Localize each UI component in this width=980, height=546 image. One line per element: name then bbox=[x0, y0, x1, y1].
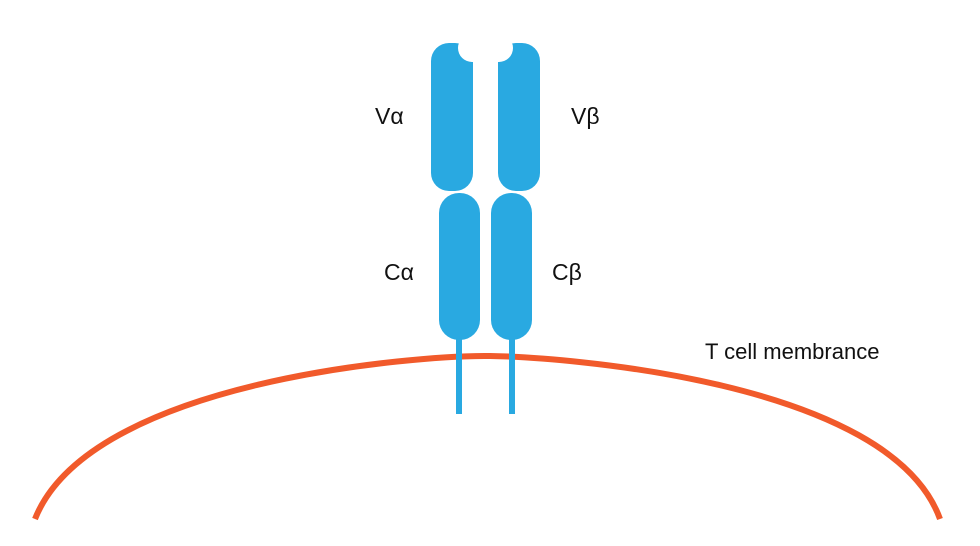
c-beta-domain bbox=[491, 193, 532, 340]
v-beta-label: Vβ bbox=[571, 103, 600, 129]
v-alpha-domain bbox=[431, 43, 473, 191]
alpha-transmembrane-tail bbox=[456, 330, 462, 414]
v-beta-domain bbox=[498, 43, 540, 191]
c-alpha-domain bbox=[439, 193, 480, 340]
beta-transmembrane-tail bbox=[509, 330, 515, 414]
c-alpha-label: Cα bbox=[384, 259, 414, 285]
binding-gap bbox=[472, 30, 499, 62]
c-beta-label: Cβ bbox=[552, 259, 582, 285]
cell-membrane bbox=[32, 352, 943, 521]
membrane-label: T cell membrance bbox=[705, 339, 879, 364]
v-alpha-label: Vα bbox=[375, 103, 404, 129]
